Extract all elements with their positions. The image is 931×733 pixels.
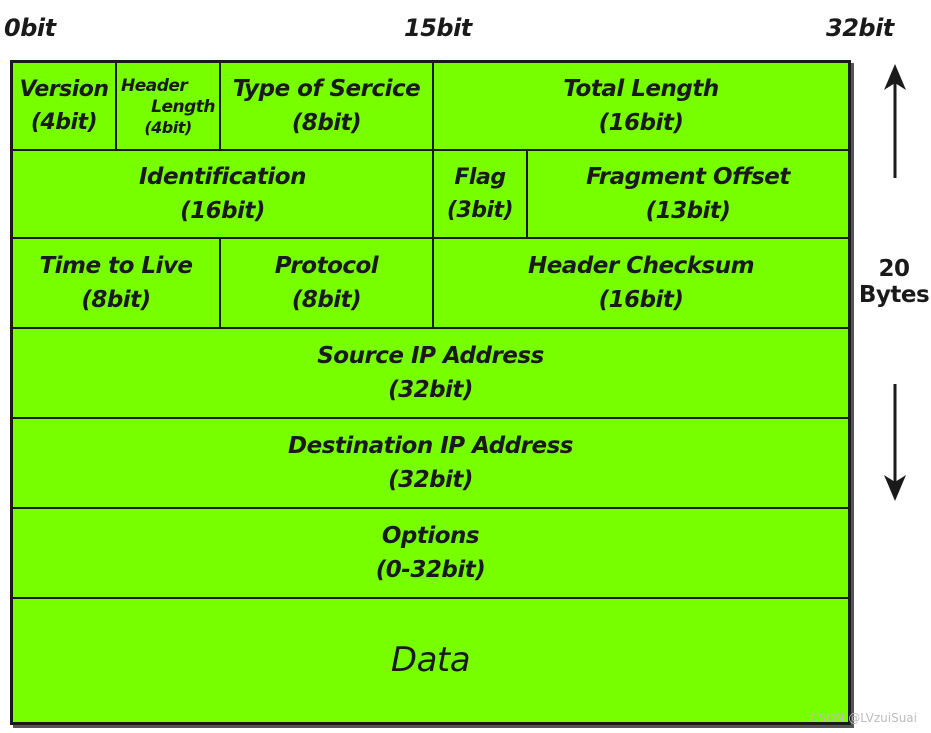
field-options-name: Options [381,522,480,549]
field-source-ip-bits: (32bit) [388,377,473,403]
watermark-text: CSDN @LVzuiSuai [810,711,917,725]
field-header-checksum: Header Checksum (16bit) [434,239,848,329]
field-header-checksum-bits: (16bit) [598,287,684,313]
arrow-up-icon [884,64,906,178]
field-type-of-service-bits: (8bit) [291,110,362,136]
field-data-name: Data [390,640,471,680]
field-header-length-name-line1: Header [121,75,188,96]
field-identification: Identification (16bit) [13,151,434,239]
field-version-bits: (4bit) [30,110,98,135]
scale-label-15bit: 15bit [404,14,472,42]
field-type-of-service-name: Type of Sercice [232,75,421,102]
field-options: Options (0-32bit) [13,509,848,599]
field-data: Data [13,599,848,722]
field-protocol-bits: (8bit) [291,287,362,313]
field-time-to-live-bits: (8bit) [81,287,151,313]
header-size-number: 20 [878,256,910,282]
field-version-name: Version [19,77,109,102]
field-destination-ip-bits: (32bit) [388,467,473,493]
field-flag-name: Flag [454,165,506,190]
field-destination-ip-name: Destination IP Address [288,432,573,459]
field-type-of-service: Type of Sercice (8bit) [221,63,434,151]
field-options-bits: (0-32bit) [375,557,486,583]
field-protocol: Protocol (8bit) [221,239,434,329]
header-size-unit: Bytes [858,282,930,309]
field-source-ip-address: Source IP Address (32bit) [13,329,848,419]
field-total-length-name: Total Length [563,75,719,102]
scale-label-0bit: 0bit [4,14,56,42]
field-fragment-offset-name: Fragment Offset [586,163,790,190]
scale-label-32bit: 32bit [826,14,894,42]
ip-header-diagram: Version (4bit) Header Length (4bit) Type… [10,60,851,725]
field-source-ip-name: Source IP Address [317,342,544,369]
field-protocol-name: Protocol [274,252,379,279]
field-header-length-name-line2: Length [151,97,215,117]
field-total-length-bits: (16bit) [598,110,684,136]
field-header-length: Header Length (4bit) [117,63,221,151]
field-total-length: Total Length (16bit) [434,63,848,151]
field-identification-bits: (16bit) [180,198,265,224]
arrow-down-icon [884,384,906,501]
field-flag: Flag (3bit) [434,151,528,239]
field-time-to-live-name: Time to Live [39,252,193,279]
field-fragment-offset: Fragment Offset (13bit) [528,151,848,239]
field-fragment-offset-bits: (13bit) [645,198,731,224]
header-size-label: 20 Bytes [858,256,930,309]
field-header-checksum-name: Header Checksum [527,252,755,279]
field-version: Version (4bit) [13,63,117,151]
field-identification-name: Identification [139,163,306,190]
field-destination-ip-address: Destination IP Address (32bit) [13,419,848,509]
field-header-length-bits: (4bit) [144,118,192,138]
field-flag-bits: (3bit) [446,198,514,223]
field-time-to-live: Time to Live (8bit) [13,239,221,329]
